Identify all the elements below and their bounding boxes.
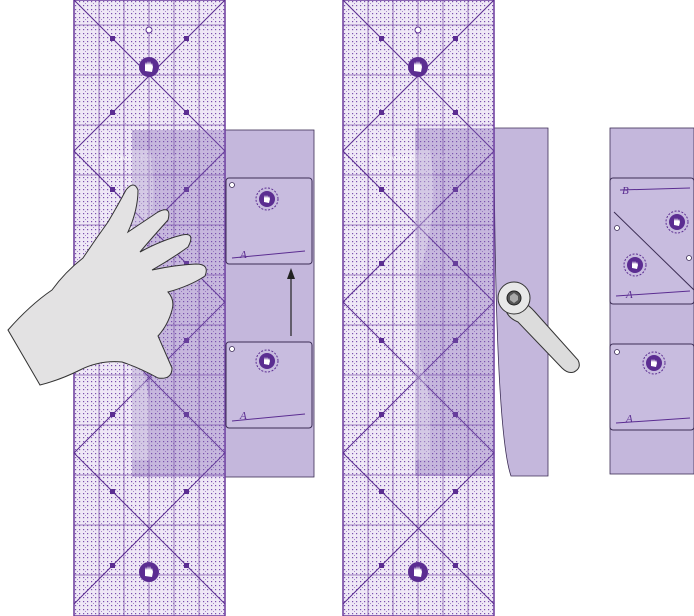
panel-step-1: My Favorite Ruler 6" x 24" A A <box>8 0 314 616</box>
template-letter: A <box>239 410 247 422</box>
template-b: B A <box>610 178 694 304</box>
hand-logo-icon <box>256 188 278 210</box>
template-letter: A <box>625 289 633 301</box>
panel-step-3: B A A <box>610 128 694 474</box>
template-a-upper: A <box>226 178 312 264</box>
template-letter: A <box>625 413 633 425</box>
template-letter: A <box>239 249 247 261</box>
template-a-lower: A <box>226 342 312 428</box>
template-letter: B <box>622 185 629 197</box>
template-a: A <box>610 344 694 430</box>
panel-step-2: My Favorite Ruler 6" x 24" <box>343 0 579 616</box>
